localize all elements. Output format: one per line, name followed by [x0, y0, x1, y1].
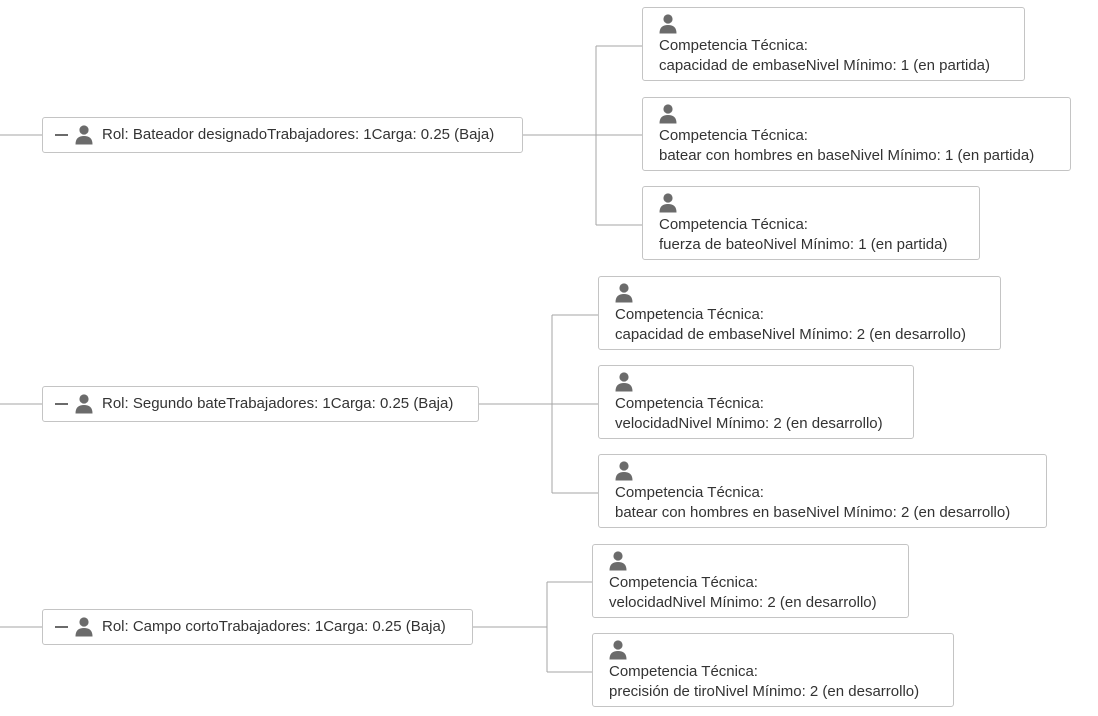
person-icon: [615, 283, 633, 303]
skill-node[interactable]: Competencia Técnica: precisión de tiroNi…: [592, 633, 954, 707]
skill-title: Competencia Técnica:: [615, 395, 764, 412]
skill-detail: capacidad de embaseNivel Mínimo: 1 (en p…: [659, 57, 991, 74]
person-icon: [75, 125, 93, 145]
skill-node[interactable]: Competencia Técnica: capacidad de embase…: [598, 276, 1001, 350]
minus-icon[interactable]: [55, 134, 68, 136]
skill-detail: batear con hombres en baseNivel Mínimo: …: [659, 147, 1035, 164]
skill-title: Competencia Técnica:: [609, 574, 758, 591]
skill-title: Competencia Técnica:: [659, 127, 808, 144]
skill-title: Competencia Técnica:: [659, 216, 808, 233]
role-label: Rol: Segundo bateTrabajadores: 1Carga: 0…: [102, 395, 454, 412]
skill-detail: fuerza de bateoNivel Mínimo: 1 (en parti…: [659, 236, 948, 253]
person-icon: [609, 640, 627, 660]
skill-title: Competencia Técnica:: [659, 37, 808, 54]
skill-detail: precisión de tiroNivel Mínimo: 2 (en des…: [609, 683, 920, 700]
skill-detail: capacidad de embaseNivel Mínimo: 2 (en d…: [615, 326, 967, 343]
skill-title: Competencia Técnica:: [615, 484, 764, 501]
minus-icon[interactable]: [55, 403, 68, 405]
role-node-segundo-bate[interactable]: Rol: Segundo bateTrabajadores: 1Carga: 0…: [42, 386, 479, 422]
skill-detail: velocidadNivel Mínimo: 2 (en desarrollo): [609, 594, 877, 611]
skill-title: Competencia Técnica:: [615, 306, 764, 323]
person-icon: [659, 193, 677, 213]
role-node-campo-corto[interactable]: Rol: Campo cortoTrabajadores: 1Carga: 0.…: [42, 609, 473, 645]
person-icon: [75, 617, 93, 637]
person-icon: [609, 551, 627, 571]
minus-icon[interactable]: [55, 626, 68, 628]
person-icon: [659, 14, 677, 34]
skill-node[interactable]: Competencia Técnica: fuerza de bateoNive…: [642, 186, 980, 260]
person-icon: [659, 104, 677, 124]
skill-node[interactable]: Competencia Técnica: velocidadNivel Míni…: [592, 544, 909, 618]
skill-node[interactable]: Competencia Técnica: velocidadNivel Míni…: [598, 365, 914, 439]
person-icon: [615, 372, 633, 392]
role-label: Rol: Campo cortoTrabajadores: 1Carga: 0.…: [102, 618, 446, 635]
person-icon: [75, 394, 93, 414]
role-node-bateador-designado[interactable]: Rol: Bateador designadoTrabajadores: 1Ca…: [42, 117, 523, 153]
skill-node[interactable]: Competencia Técnica: batear con hombres …: [598, 454, 1047, 528]
skill-title: Competencia Técnica:: [609, 663, 758, 680]
skill-detail: velocidadNivel Mínimo: 2 (en desarrollo): [615, 415, 883, 432]
skill-node[interactable]: Competencia Técnica: capacidad de embase…: [642, 7, 1025, 81]
skill-detail: batear con hombres en baseNivel Mínimo: …: [615, 504, 1011, 521]
person-icon: [615, 461, 633, 481]
skill-node[interactable]: Competencia Técnica: batear con hombres …: [642, 97, 1071, 171]
role-label: Rol: Bateador designadoTrabajadores: 1Ca…: [102, 126, 495, 143]
